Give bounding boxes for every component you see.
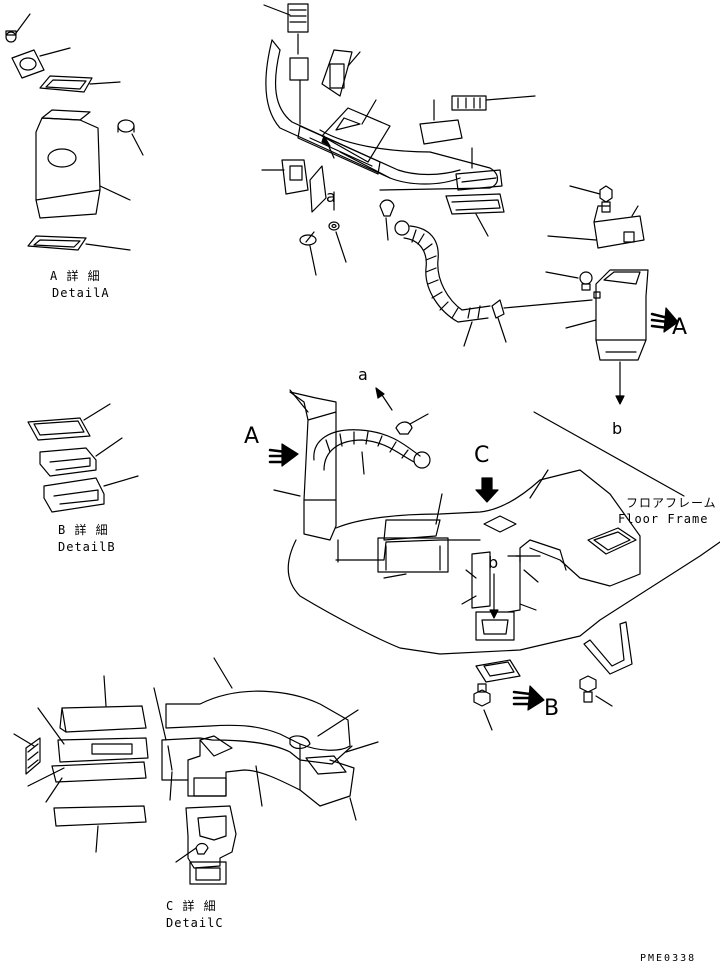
view-arrow-c — [475, 477, 499, 503]
view-label-a-left: A — [244, 424, 260, 449]
flexible-hose-mid — [313, 429, 431, 471]
vent-piece-right-4 — [445, 193, 505, 215]
detail-a-flange — [11, 49, 45, 79]
view-label-c: C — [474, 443, 490, 468]
floor-frame-label-jp: フロアフレーム — [626, 496, 717, 510]
bottom-outlet — [471, 551, 521, 641]
floor-frame-label-en: Floor Frame — [618, 512, 709, 526]
view-arrow-a-left — [268, 443, 299, 467]
bolt-b — [473, 683, 491, 707]
heater-case — [593, 269, 649, 361]
vent-piece-right-1 — [451, 95, 487, 111]
view-arrow-b — [512, 685, 545, 711]
floor-frame-outline — [287, 539, 720, 655]
detail-a-gasket-top — [39, 75, 93, 93]
flexible-hose-top — [394, 220, 491, 323]
detail-c-subtitle: DetailC — [166, 916, 224, 930]
connector-label-b-right: b — [612, 419, 623, 438]
bolt-right — [579, 675, 597, 703]
detail-b-group — [27, 403, 139, 513]
detail-a-bolt — [5, 30, 17, 43]
washer-small — [328, 221, 340, 231]
view-label-b: B — [544, 696, 560, 721]
vent-piece-right-2 — [419, 119, 463, 145]
detail-a-grommet — [117, 119, 135, 133]
connector-label-b-mid: b — [488, 553, 499, 572]
detail-a-duct-body — [35, 109, 101, 219]
clip-1 — [379, 199, 395, 217]
view-b-parts — [473, 659, 545, 731]
detail-a-title: A 詳 細 — [50, 269, 101, 283]
detail-c-title: C 詳 細 — [166, 899, 217, 913]
detail-a-group — [5, 13, 144, 251]
detail-a-gasket-bottom — [27, 235, 87, 251]
view-arrow-a-right — [650, 307, 679, 333]
clip-2 — [491, 299, 505, 319]
top-vent-grille — [287, 3, 309, 33]
detail-b-title: B 詳 細 — [58, 523, 109, 537]
right-bracket — [593, 205, 645, 249]
drawing-code: PME0338 — [640, 953, 697, 964]
detail-b-subtitle: DetailB — [58, 540, 116, 554]
clip-bolt — [579, 271, 593, 291]
screw-small — [299, 231, 317, 246]
top-duct-assembly — [261, 3, 593, 347]
top-left-bracket — [281, 159, 327, 213]
detail-c-group — [13, 657, 379, 885]
hex-bolt-top — [599, 185, 613, 213]
connector-label-a-top: a — [326, 187, 336, 206]
view-label-a-right: A — [672, 315, 688, 340]
connector-label-a-mid: a — [358, 365, 368, 384]
clip-a-mid — [395, 421, 413, 435]
right-heater-duct — [545, 185, 679, 405]
detail-a-subtitle: DetailA — [52, 286, 110, 300]
floor-bracket-right — [579, 621, 633, 707]
vent-piece-right-3 — [455, 169, 503, 191]
main-duct-assembly — [268, 387, 720, 655]
top-damper — [321, 49, 353, 97]
